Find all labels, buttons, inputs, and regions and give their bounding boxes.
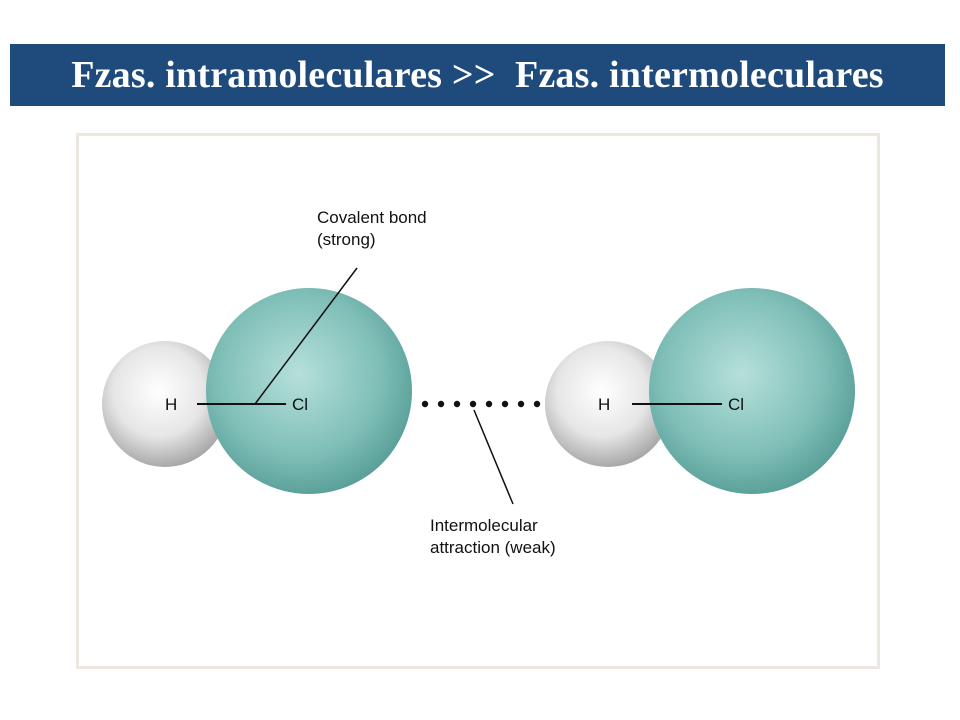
covalent-bond-callout: Covalent bond (strong) xyxy=(254,208,427,405)
intermolecular-dots xyxy=(421,400,541,408)
intermolecular-callout-line1: Intermolecular xyxy=(430,516,538,535)
hydrogen-atom-2 xyxy=(545,341,671,467)
attraction-dot xyxy=(485,400,493,408)
attraction-dot xyxy=(453,400,461,408)
hydrogen-label-1: H xyxy=(165,395,177,414)
hydrogen-label-2: H xyxy=(598,395,610,414)
covalent-leader-line xyxy=(254,267,358,405)
hcl-molecule-1: H Cl xyxy=(102,288,412,494)
attraction-dot xyxy=(421,400,429,408)
attraction-dot xyxy=(501,400,509,408)
hcl-molecule-2: H Cl xyxy=(545,288,855,494)
covalent-callout-line1: Covalent bond xyxy=(317,208,427,227)
chlorine-atom-2 xyxy=(649,288,855,494)
hydrogen-atom-1 xyxy=(102,341,228,467)
slide-title: Fzas. intramoleculares >> Fzas. intermol… xyxy=(10,44,945,106)
attraction-dot xyxy=(533,400,541,408)
attraction-dot xyxy=(437,400,445,408)
chlorine-label-1: Cl xyxy=(292,395,308,414)
attraction-dot xyxy=(469,400,477,408)
intermolecular-callout-line2: attraction (weak) xyxy=(430,538,556,557)
attraction-dot xyxy=(517,400,525,408)
covalent-callout-line2: (strong) xyxy=(317,230,376,249)
chlorine-atom-1 xyxy=(206,288,412,494)
intermolecular-leader-line xyxy=(473,409,514,505)
intermolecular-callout: Intermolecular attraction (weak) xyxy=(430,409,556,557)
chlorine-label-2: Cl xyxy=(728,395,744,414)
